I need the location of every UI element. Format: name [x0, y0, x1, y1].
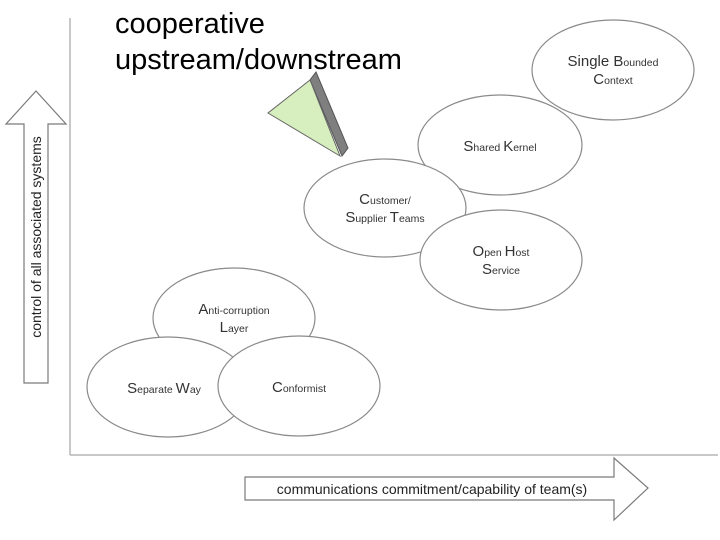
y-axis-label: control of all associated systems	[28, 136, 44, 338]
svg-text:Supplier Teams: Supplier Teams	[345, 209, 424, 226]
svg-text:Customer/: Customer/	[359, 191, 411, 208]
svg-text:Layer: Layer	[220, 319, 249, 336]
node-single-bounded-context: Single Bounded Context	[531, 19, 695, 121]
svg-text:Separate Way: Separate Way	[127, 380, 202, 397]
annotation-heading: cooperative upstream/downstream	[115, 6, 402, 78]
svg-text:Open Host: Open Host	[473, 243, 530, 260]
node-shared-kernel: Shared Kernel	[417, 94, 583, 196]
node-conformist: Conformist	[217, 335, 381, 437]
svg-text:Context: Context	[593, 71, 633, 88]
x-axis-arrow	[244, 456, 649, 522]
svg-text:Service: Service	[482, 261, 520, 278]
y-axis-arrow	[4, 90, 68, 384]
annotation-line-2: upstream/downstream	[115, 44, 402, 76]
pointer-shadow	[309, 71, 349, 157]
svg-text:Shared Kernel: Shared Kernel	[463, 138, 536, 155]
node-open-host-service: Open Host Service	[419, 209, 583, 311]
node-customer-supplier-teams: Customer/ Supplier Teams	[303, 158, 467, 258]
annotation-line-1: cooperative	[115, 8, 265, 40]
pointer-triangle	[267, 79, 342, 158]
svg-text:Anti-corruption: Anti-corruption	[198, 301, 269, 318]
x-axis-label: communications commitment/capability of …	[277, 481, 587, 497]
svg-text:Conformist: Conformist	[272, 379, 326, 396]
svg-text:Single Bounded: Single Bounded	[568, 53, 659, 70]
node-separate-ways: Separate Way	[86, 336, 250, 438]
